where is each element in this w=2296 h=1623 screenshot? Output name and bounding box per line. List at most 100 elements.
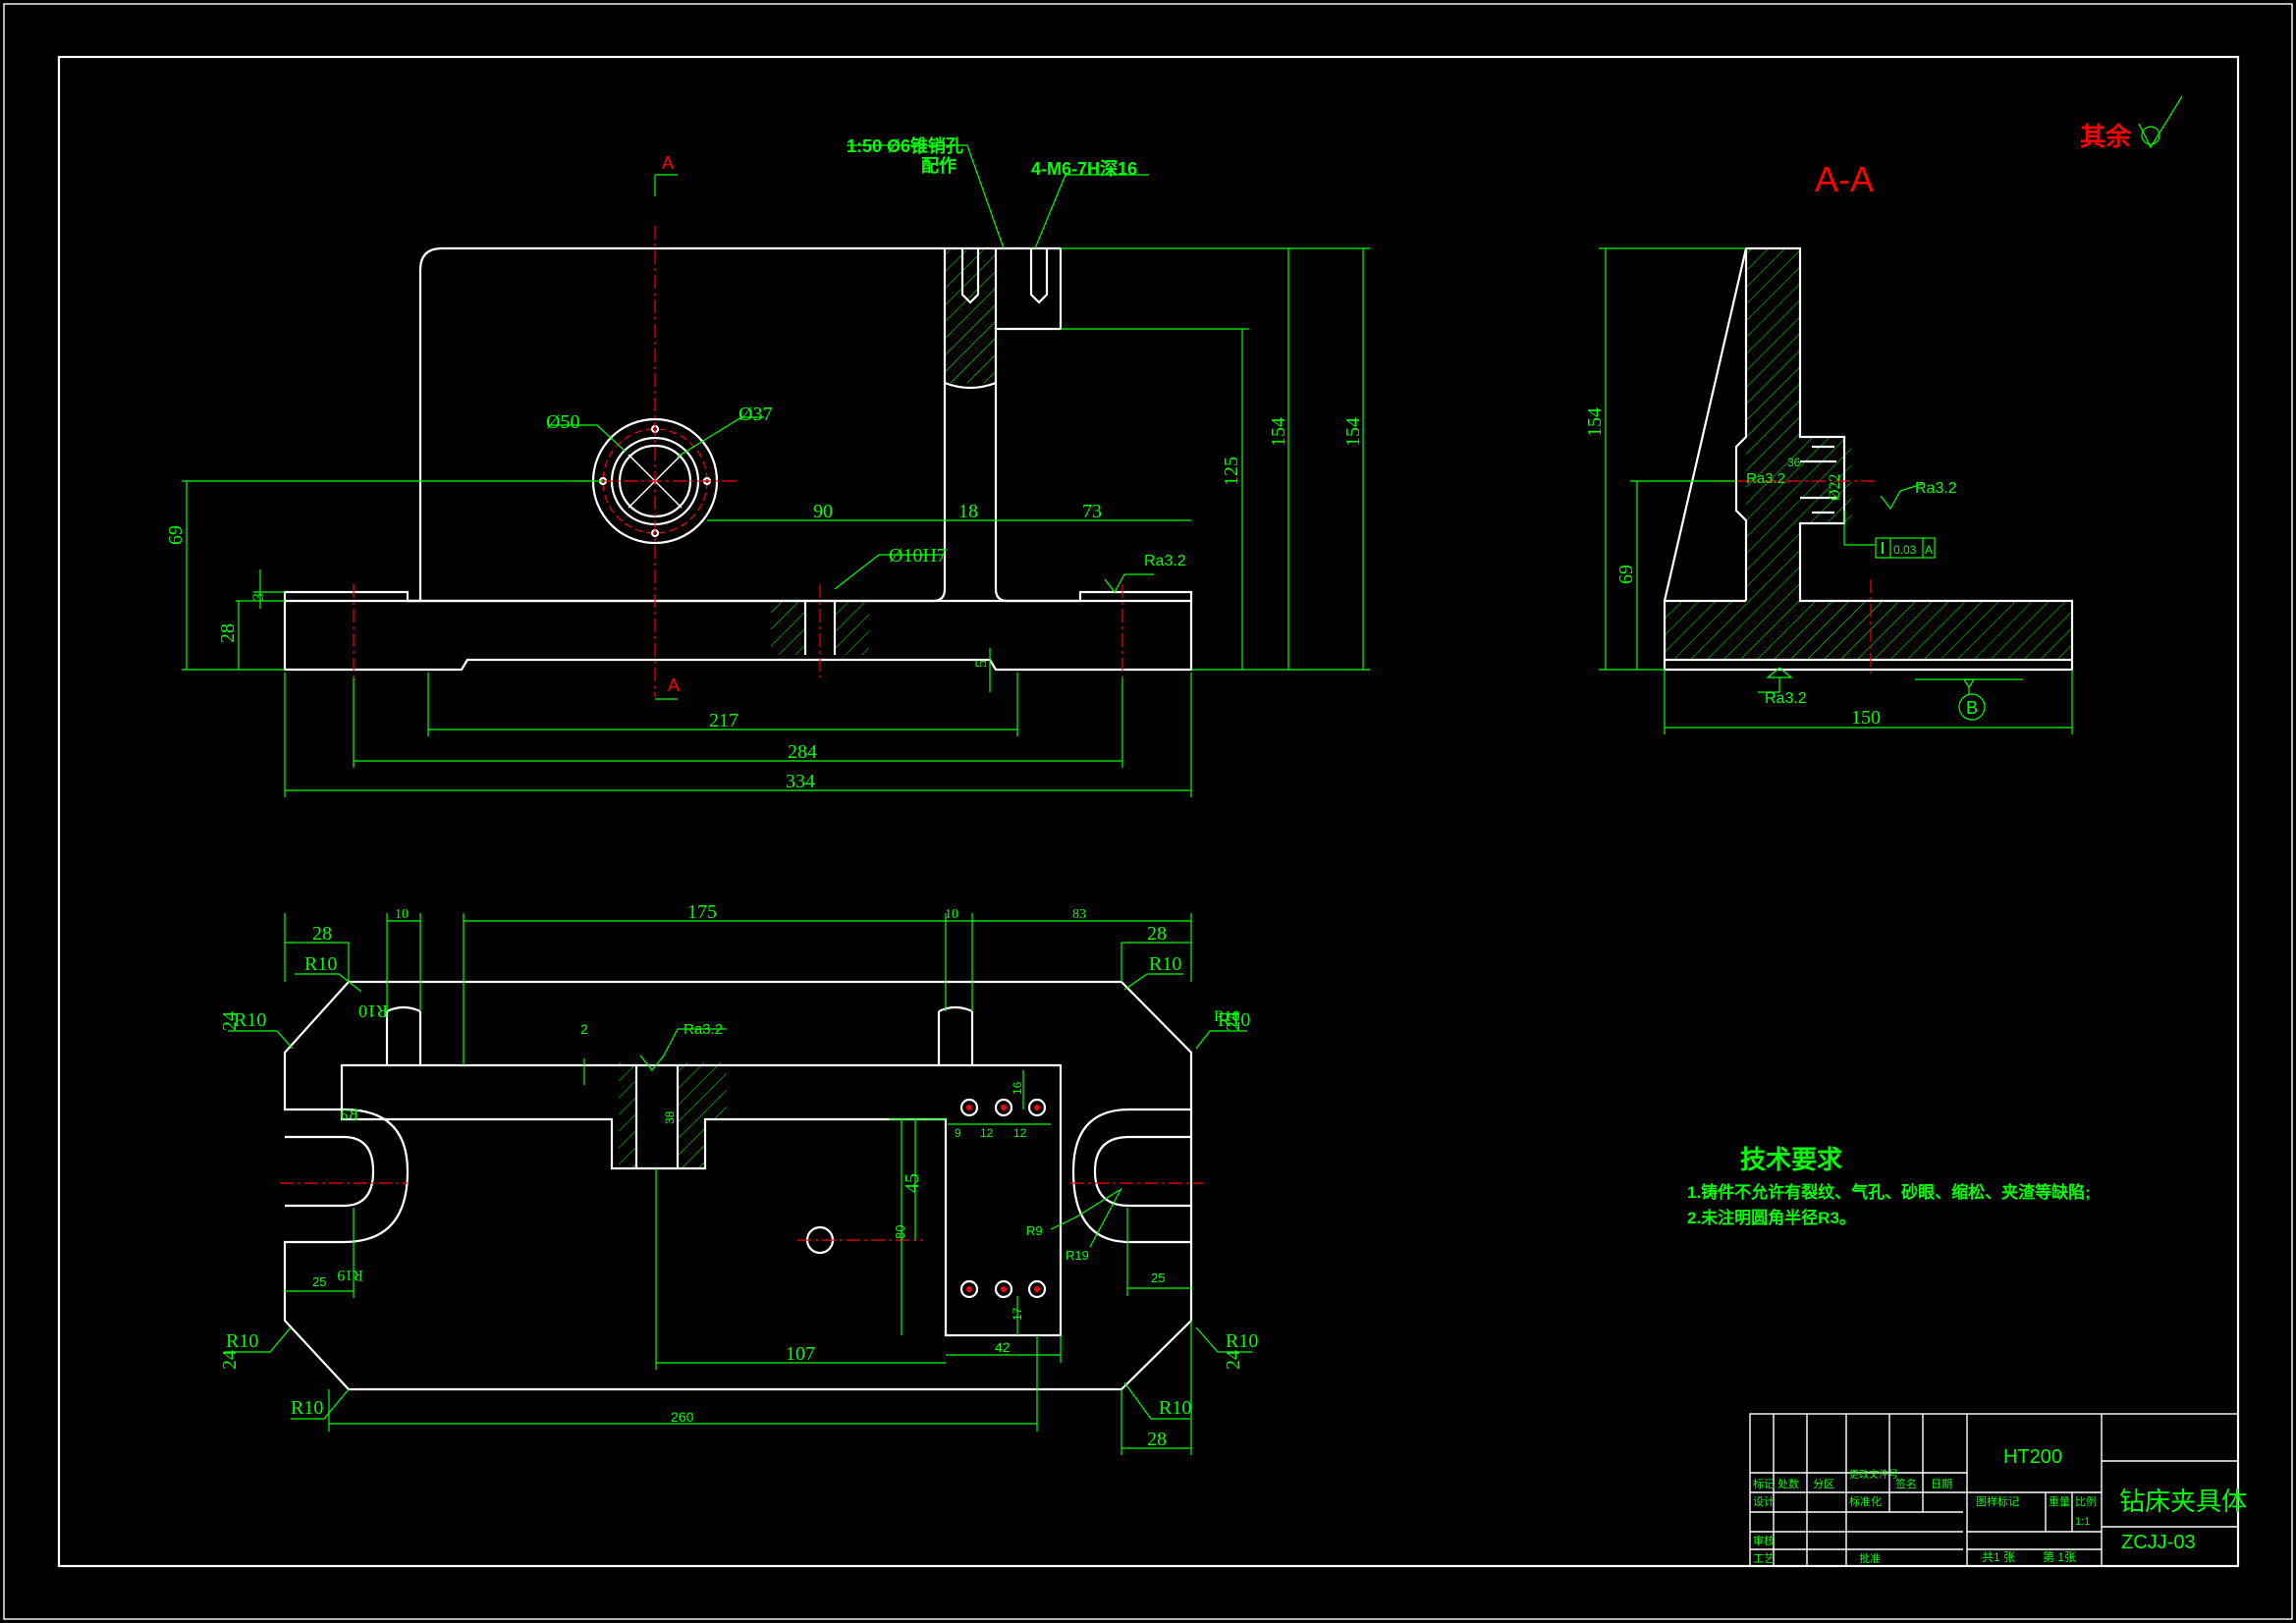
dim-334: 334 [786,771,815,792]
tb-col-mark: 标记 [1753,1477,1775,1490]
aa-dim-69: 69 [1615,565,1637,584]
aa-ra-2: Ra3.2 [1915,480,1957,497]
section-view: 154 69 150 Ø22 36 Ra3.2 Ra3.2 Ra3.2 0.03… [1584,246,2074,734]
top-outline [283,980,1193,1391]
front-view: A A 1:50 Ø6锥销孔 配作 4-M6-7H深16 Ø50 Ø37 Ø10… [165,135,1370,797]
aa-dim-36: 36 [1787,456,1801,469]
tb-row-check: 审核 [1753,1534,1775,1547]
tv-dim-24d: 24 [1223,1350,1244,1370]
tv-r9a: R9 [340,1106,358,1122]
aa-tol-datum: A [1925,543,1933,557]
tv-dim-28c: 28 [1147,1429,1167,1450]
tv-dim-10b: 10 [945,907,958,922]
tech-requirements: 技术要求 1.铸件不允许有裂纹、气孔、砂眼、缩松、夹渣等缺陷; 2.未注明圆角半… [1687,1145,2091,1227]
tech-item-1: 1.铸件不允许有裂纹、气孔、砂眼、缩松、夹渣等缺陷; [1687,1182,2091,1202]
note-thread: 4-M6-7H深16 [1031,158,1137,179]
tv-dim-28b: 28 [1147,923,1167,945]
tv-ra: Ra3.2 [683,1021,723,1038]
section-title: A-A [1815,159,1874,199]
inner-border [57,55,2240,1568]
thread-holes [959,1098,1047,1299]
section-mark-bottom: A [668,676,680,695]
tv-dim-12a: 12 [980,1126,994,1140]
dim-dia-50: Ø50 [546,411,579,433]
dim-125: 125 [1221,457,1242,486]
tv-r10-3: R10 [358,1001,388,1021]
title-block: 标记 处数 分区 更改文件号 签名 日期 设计 标准化 审核 工艺 批准 HT2… [1749,1413,2247,1567]
tv-dim-16: 16 [1011,1081,1024,1095]
section-mark-top: A [662,153,674,173]
tb-stage-label: 图样标记 [1976,1494,2019,1508]
tv-dim-2: 2 [580,1021,588,1037]
tv-dim-38: 38 [663,1110,677,1124]
tv-dim-80: 80 [893,1225,907,1239]
tv-dim-25a: 25 [312,1274,326,1289]
tb-col-date: 日期 [1931,1478,1952,1490]
tb-row-design: 设计 [1753,1495,1775,1508]
tb-row-approve: 批准 [1859,1551,1881,1565]
dim-28: 28 [217,623,239,643]
tv-dim-24b: 24 [1223,1011,1244,1031]
roughness-note-label: 其余 [2080,122,2132,151]
tv-dim-25b: 25 [1151,1271,1165,1285]
dim-5: 5 [973,660,990,668]
tb-scale-label: 比例 [2075,1494,2097,1508]
tv-dim-107: 107 [786,1343,815,1365]
aa-ra-3: Ra3.2 [1765,690,1807,707]
front-ra: Ra3.2 [1144,553,1186,569]
note-taper-pin-2: 配作 [921,155,957,176]
tb-part-name: 钻床夹具体 [2119,1487,2247,1516]
tb-material: HT200 [2003,1446,2062,1468]
aa-datum-b: B [1966,698,1978,718]
dim-dia-10h7: Ø10H7 [889,545,947,567]
tv-dim-17: 17 [1011,1307,1024,1321]
tv-r10-8: R10 [1226,1330,1258,1352]
tv-dim-83: 83 [1072,907,1086,922]
aa-dim-150: 150 [1851,707,1881,729]
tech-item-2: 2.未注明圆角半径R3。 [1687,1208,1856,1227]
tv-r10-6: R10 [226,1330,258,1352]
tv-r9b: R9 [1026,1223,1043,1238]
tv-r10-7: R10 [291,1397,323,1419]
top-view: 175 10 83 10 28 28 R10 R10 R10 R10 R10 2… [219,901,1258,1455]
dim-284: 284 [788,741,817,763]
aa-dim-154: 154 [1584,407,1606,437]
dim-69: 69 [165,525,187,545]
tv-dim-24a: 24 [219,1011,241,1031]
outer-border [3,3,2293,1620]
tb-drawing-no: ZCJJ-03 [2121,1532,2196,1553]
tv-dim-260: 260 [671,1409,694,1425]
tv-r19b: R19 [1066,1248,1089,1263]
dim-73: 73 [1082,501,1102,522]
note-taper-pin: 1:50 Ø6锥销孔 [847,135,963,156]
tb-scale: 1:1 [2075,1516,2090,1528]
tv-r10-1: R10 [304,953,337,975]
tb-col-zone: 分区 [1813,1478,1834,1490]
tb-sheet-no: 第 1张 [2043,1550,2076,1564]
dim-154b: 154 [1342,417,1364,447]
tv-dim-10a: 10 [395,907,409,922]
tb-sheet-total: 共1 张 [1982,1550,2015,1564]
tv-r10-4: R10 [1149,953,1181,975]
tv-r19a: R19 [337,1267,363,1283]
tv-r10-9: R10 [1159,1397,1191,1419]
tv-dim-175: 175 [687,901,717,923]
tb-row-process: 工艺 [1753,1552,1775,1565]
tv-dim-24c: 24 [219,1350,241,1370]
tv-r10-2: R10 [234,1009,266,1031]
tb-col-sign: 签名 [1895,1477,1917,1490]
tv-r10-10: R10 [1214,1008,1240,1025]
tv-dim-12b: 12 [1013,1126,1027,1140]
tb-row-standard: 标准化 [1849,1494,1882,1508]
aa-ra-1: Ra3.2 [1746,470,1785,487]
tv-dim-9: 9 [955,1126,961,1140]
dim-217: 217 [709,710,738,731]
dim-90: 90 [813,501,833,522]
front-body-outline [283,246,1193,672]
tb-col-doc: 更改文件号 [1849,1468,1898,1481]
tb-weight-label: 重量 [2049,1494,2070,1508]
tb-col-count: 处数 [1777,1478,1799,1490]
dim-3: 3 [250,593,267,601]
aa-tol-value: 0.03 [1893,543,1917,557]
